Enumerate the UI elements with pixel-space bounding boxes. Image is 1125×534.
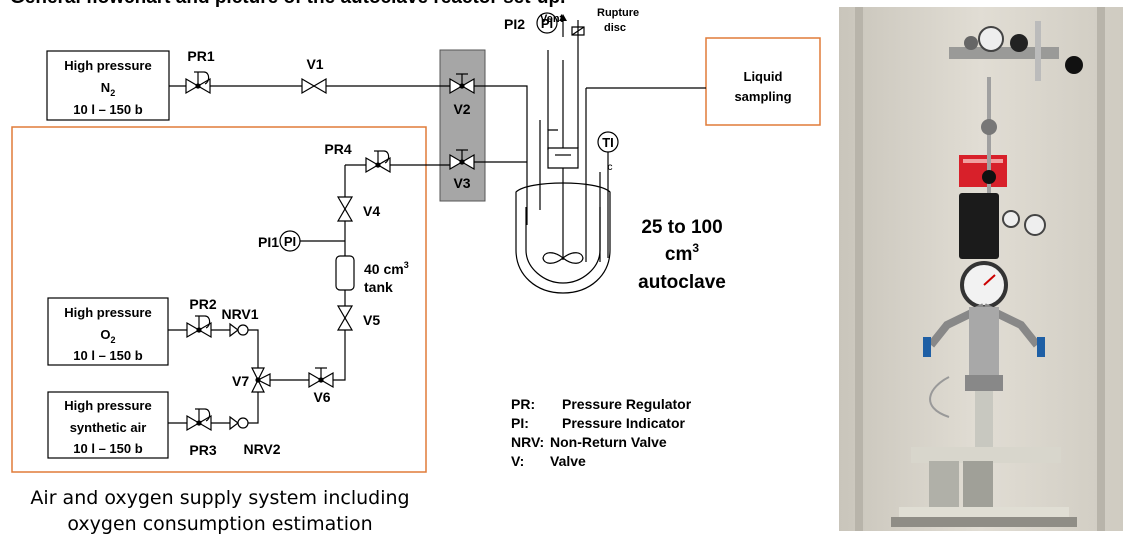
air-source-line1: High pressure bbox=[64, 398, 151, 413]
nrv1-label: NRV1 bbox=[221, 306, 258, 322]
autoclave-volume-label: 25 to 100 bbox=[641, 217, 722, 238]
tank bbox=[335, 255, 355, 291]
v4-label: V4 bbox=[363, 203, 380, 219]
air-oxygen-supply-frame bbox=[11, 126, 427, 473]
pr3-label: PR3 bbox=[189, 442, 216, 458]
legend-abbr-pi: PI: bbox=[511, 415, 529, 431]
tank-label: tank bbox=[364, 279, 393, 295]
pr2-label: PR2 bbox=[189, 296, 216, 312]
v5-label: V5 bbox=[363, 312, 380, 328]
v5-valve bbox=[337, 305, 353, 331]
o2-source-box bbox=[47, 297, 169, 366]
air-source-spec: 10 l – 150 b bbox=[73, 441, 142, 456]
n2-source-line1: High pressure bbox=[64, 58, 151, 73]
pi2-symbol: PI bbox=[541, 16, 553, 31]
v1-label: V1 bbox=[306, 56, 323, 72]
flowchart: PI PI TI c High pressure N2 10 l – 150 b… bbox=[11, 7, 821, 534]
rupture-label-line1: Rupture bbox=[597, 7, 639, 19]
pi2-indicator bbox=[536, 12, 558, 34]
o2-source-gas: O2 bbox=[100, 327, 115, 345]
legend-text-pi: Pressure Indicator bbox=[562, 415, 685, 431]
v7-label: V7 bbox=[232, 373, 249, 389]
sampling-label-line1: Liquid bbox=[744, 69, 783, 84]
air-source-line2: synthetic air bbox=[70, 420, 147, 435]
tank-volume-label: 40 cm3 bbox=[364, 260, 409, 277]
legend: PR: Pressure Regulator PI: Pressure Indi… bbox=[511, 396, 692, 469]
pr3-regulator bbox=[186, 408, 212, 431]
vent-label: Vent bbox=[540, 13, 564, 25]
ti-subscript: c bbox=[608, 162, 613, 173]
pr4-label: PR4 bbox=[324, 141, 351, 157]
air-source-box bbox=[47, 391, 169, 459]
legend-text-v: Valve bbox=[550, 453, 586, 469]
n2-source-spec: 10 l – 150 b bbox=[73, 102, 142, 117]
o2-source-line1: High pressure bbox=[64, 305, 151, 320]
legend-text-nrv: Non-Return Valve bbox=[550, 434, 667, 450]
o2-source-spec: 10 l – 150 b bbox=[73, 348, 142, 363]
n2-source-box bbox=[46, 50, 170, 121]
pi1-label: PI1 bbox=[258, 234, 279, 250]
v3-label: V3 bbox=[453, 175, 470, 191]
v6-label: V6 bbox=[313, 389, 330, 405]
pi2-label: PI2 bbox=[504, 16, 525, 32]
reactor-photo bbox=[839, 7, 1123, 531]
pr1-label: PR1 bbox=[187, 48, 214, 64]
legend-abbr-nrv: NRV: bbox=[511, 434, 544, 450]
legend-abbr-pr: PR: bbox=[511, 396, 535, 412]
v7-three-way-valve bbox=[251, 367, 271, 393]
supply-caption-line1: Air and oxygen supply system including bbox=[30, 487, 409, 509]
v2-label: V2 bbox=[453, 101, 470, 117]
nrv2-check-valve bbox=[229, 416, 249, 430]
autoclave-unit-label: cm3 bbox=[665, 241, 699, 265]
legend-text-pr: Pressure Regulator bbox=[562, 396, 692, 412]
rupture-label-line2: disc bbox=[604, 22, 626, 34]
pi1-symbol: PI bbox=[284, 234, 296, 249]
v1-valve bbox=[301, 78, 327, 94]
ti-symbol: TI bbox=[602, 135, 614, 150]
pi1-indicator bbox=[279, 230, 301, 252]
legend-abbr-v: V: bbox=[511, 453, 524, 469]
nrv2-label: NRV2 bbox=[243, 441, 280, 457]
pr2-regulator bbox=[186, 315, 212, 338]
pr1-regulator bbox=[185, 71, 211, 94]
sampling-label-line2: sampling bbox=[734, 89, 791, 104]
liquid-sampling-box bbox=[705, 37, 821, 126]
figure-title: General flowchart and picture of the aut… bbox=[10, 0, 565, 9]
autoclave-label: autoclave bbox=[638, 272, 726, 293]
pr4-regulator bbox=[365, 150, 391, 173]
ti-indicator bbox=[597, 131, 619, 153]
supply-caption-line2: oxygen consumption estimation bbox=[67, 513, 372, 534]
n2-source-gas: N2 bbox=[101, 80, 115, 98]
nrv1-check-valve bbox=[229, 323, 249, 337]
v4-valve bbox=[337, 196, 353, 222]
